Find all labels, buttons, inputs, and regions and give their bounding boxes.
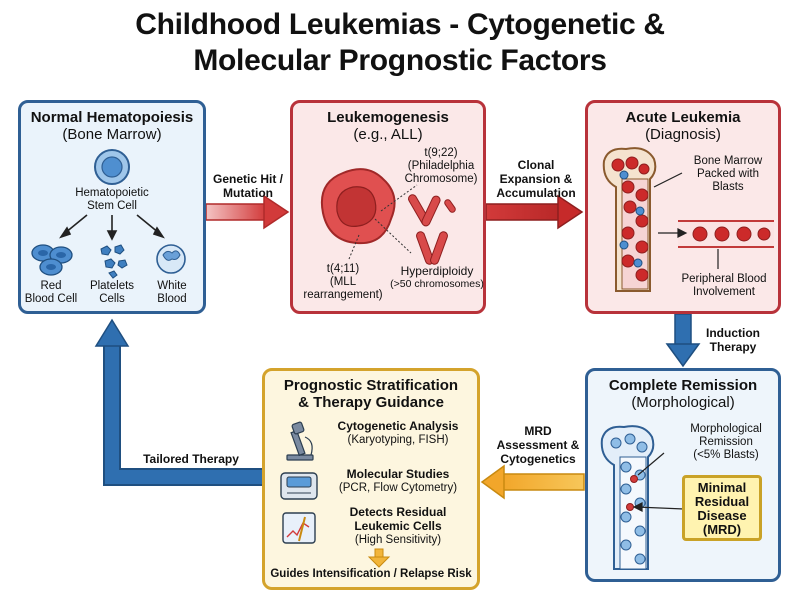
chromosome-icon <box>408 194 456 265</box>
clonal-expansion-arrow <box>485 194 584 230</box>
molecular-studies-sub: (PCR, Flow Cytometry) <box>338 482 458 494</box>
panel-subtitle: (Diagnosis) <box>645 126 721 143</box>
tailored-therapy-arrow <box>94 318 262 486</box>
annotation-pointers <box>632 452 685 512</box>
panel-subtitle: (Bone Marrow) <box>62 126 162 143</box>
diagram-title-line2: Molecular Prognostic Factors <box>193 44 607 77</box>
platelets-icon <box>100 244 128 279</box>
leukemogenesis-illustration <box>321 168 456 265</box>
white-blood-cell-icon <box>156 244 186 274</box>
acute-leukemia-panel: Acute Leukemia (Diagnosis) <box>585 100 781 314</box>
blood-vessel-icon <box>678 220 774 248</box>
panel-title-line2: & Therapy Guidance <box>298 394 444 411</box>
panel-title: Acute Leukemia <box>625 109 741 126</box>
panel-subtitle: (Morphological) <box>631 394 735 411</box>
microscope-icon <box>286 421 314 461</box>
panel-title-line1: Prognostic Stratification <box>283 377 459 394</box>
panel-title: Normal Hematopoiesis <box>30 109 194 126</box>
prognostic-icons <box>280 421 391 568</box>
prognostic-stratification-panel: Prognostic Stratification & Therapy Guid… <box>262 368 480 590</box>
acute-leukemia-illustration <box>602 147 774 292</box>
panel-title: Complete Remission <box>608 377 758 394</box>
guides-intensification-label: Guides Intensification / Relapse Risk <box>270 568 472 580</box>
red-blood-cell-icon <box>31 244 73 276</box>
differentiation-arrows <box>59 214 165 241</box>
tailored-therapy-label: Tailored Therapy <box>143 452 239 466</box>
stem-cell-icon <box>94 149 130 185</box>
leukemogenesis-panel: Leukemogenesis (e.g., ALL) t(9;22)(Phila… <box>290 100 486 314</box>
detects-residual-sub: (High Sensitivity) <box>354 534 442 546</box>
hematopoiesis-illustration <box>31 149 186 279</box>
panel-title: Leukemogenesis <box>327 109 449 126</box>
diagram-title-line1: Childhood Leukemias - Cytogenetic & <box>135 8 665 41</box>
normal-hematopoiesis-panel: Normal Hematopoiesis (Bone Marrow) <box>18 100 206 314</box>
genetic-hit-label: Genetic Hit /Mutation <box>212 172 283 200</box>
bone-marrow-icon <box>602 147 657 292</box>
hyperdiploidy-label: Hyperdiploidy(>50 chromosomes) <box>390 264 484 291</box>
annotation-pointers <box>653 172 719 269</box>
flow-chart-screen-icon <box>282 512 316 544</box>
genetic-hit-arrow <box>205 194 290 230</box>
induction-therapy-arrow <box>665 313 701 368</box>
cytogenetic-analysis-sub: (Karyotyping, FISH) <box>347 434 449 446</box>
mrd-assessment-arrow <box>480 464 585 500</box>
bone-marrow-icon <box>600 425 655 570</box>
panel-subtitle: (e.g., ALL) <box>353 126 423 143</box>
pcr-machine-icon <box>280 472 318 500</box>
molecular-studies-title: Molecular Studies <box>346 467 450 481</box>
remission-illustration <box>600 425 685 570</box>
leukemic-cell-icon <box>321 168 396 245</box>
guides-arrow-icon <box>367 548 391 568</box>
cytogenetic-analysis-title: Cytogenetic Analysis <box>337 419 459 433</box>
